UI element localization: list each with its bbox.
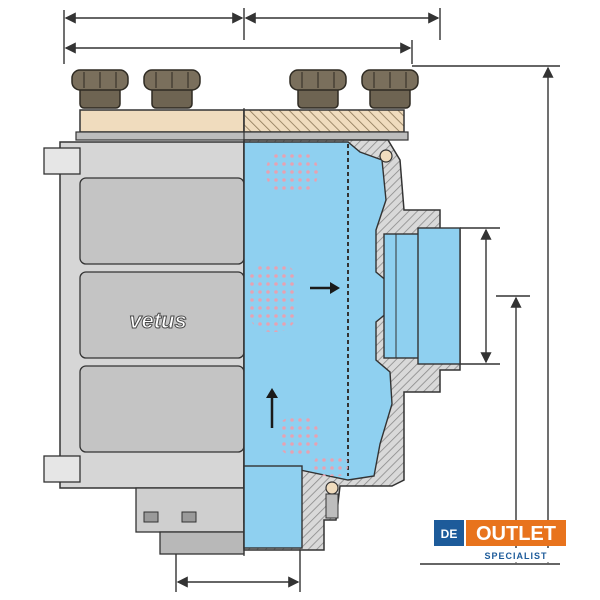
badge-prefix: DE	[441, 527, 458, 541]
de-outlet-specialist-badge: DE OUTLET SPECIALIST	[434, 520, 566, 562]
vetus-brand-mark: vetus	[129, 308, 186, 333]
knob-1	[71, 69, 129, 109]
knob-3	[289, 69, 347, 109]
knob-4	[361, 69, 419, 109]
badge-sub: SPECIALIST	[484, 551, 547, 561]
flow-arrow-right	[310, 282, 340, 294]
lid	[75, 109, 409, 141]
flow-arrow-up	[266, 388, 278, 428]
badge-word: OUTLET	[476, 523, 556, 545]
dimension-lines	[63, 8, 560, 592]
knob-2	[143, 69, 201, 109]
housing-exterior: vetus	[43, 141, 245, 555]
housing-section	[243, 139, 461, 551]
